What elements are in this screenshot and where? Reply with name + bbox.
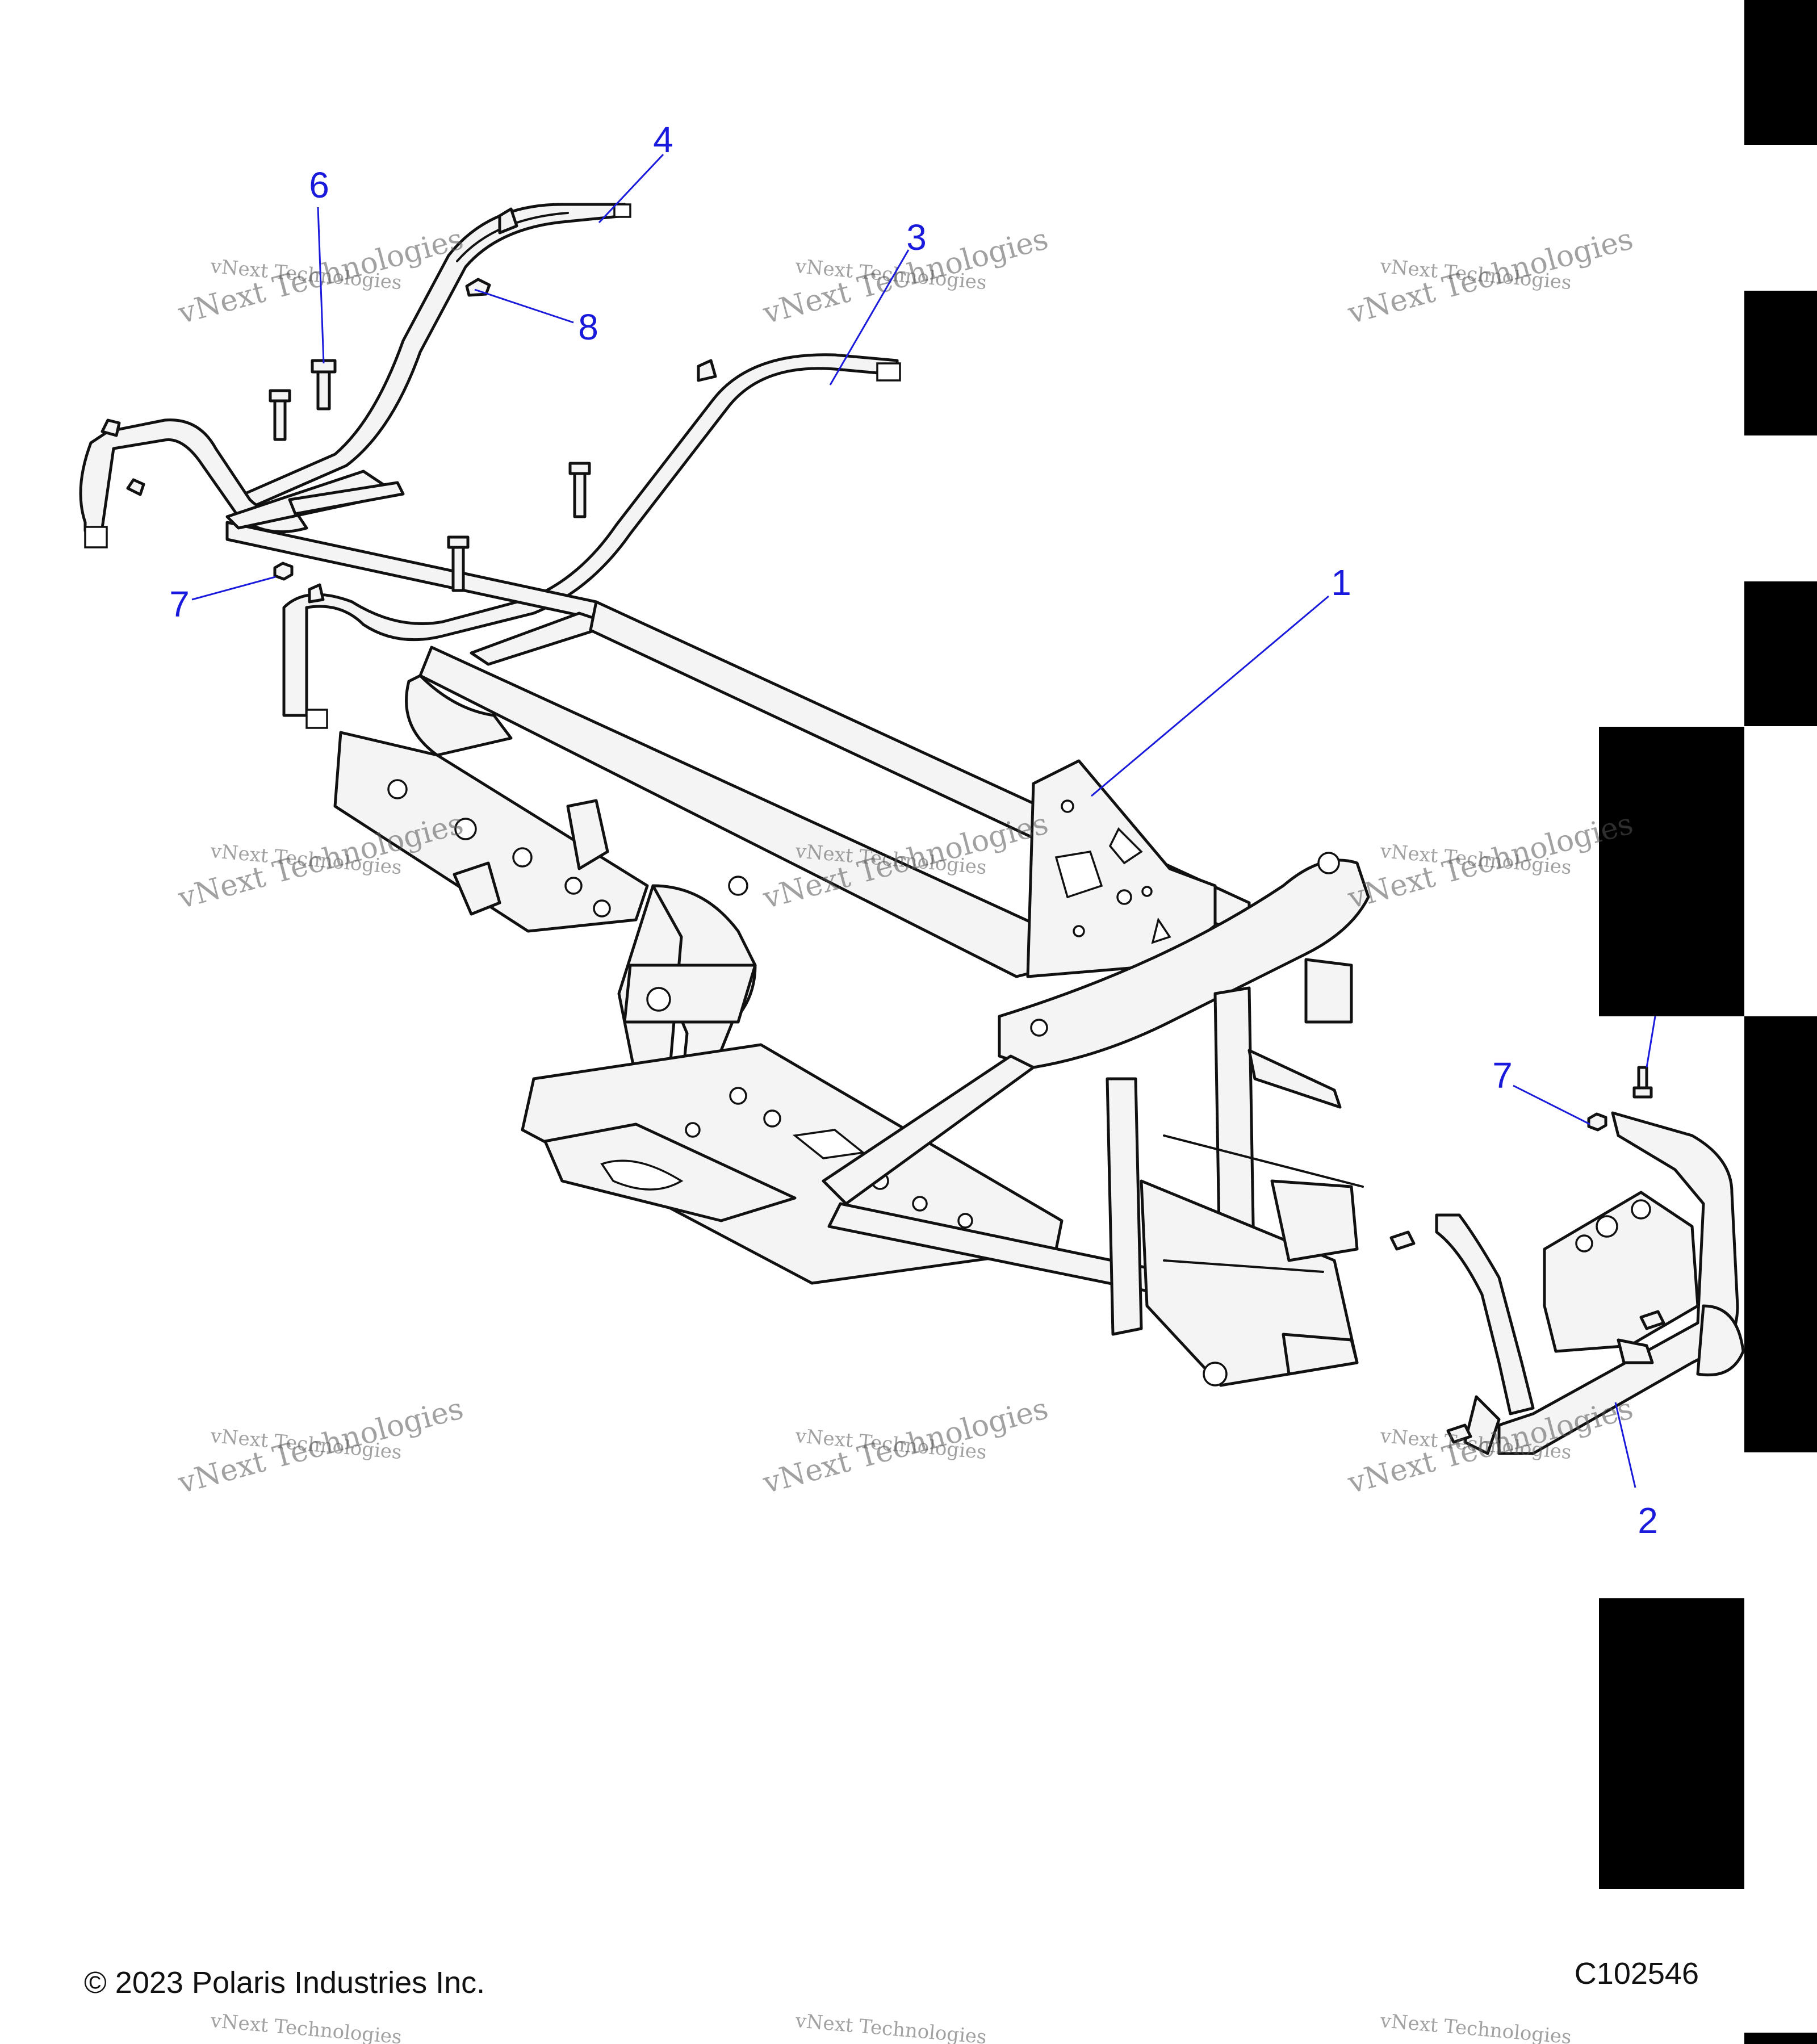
callout-1: 1: [1331, 562, 1351, 603]
callout-6: 6: [309, 165, 329, 206]
copyright-text: © 2023 Polaris Industries Inc.: [84, 1966, 485, 2000]
callout-7-left: 7: [169, 584, 190, 625]
watermark: vNext Technologies: [1379, 2009, 1572, 2044]
bolt-icon: [568, 462, 591, 518]
index-tab: [1744, 581, 1817, 726]
callout-3: 3: [906, 217, 927, 258]
callout-8: 8: [578, 307, 598, 347]
leader-line: [191, 576, 276, 601]
index-tab: [1744, 0, 1817, 145]
callout-7-right: 7: [1492, 1055, 1513, 1096]
callout-4: 4: [653, 119, 673, 160]
leader-line: [1513, 1084, 1590, 1125]
bolt-icon: [269, 389, 291, 441]
upper-tube-part-3: [282, 353, 901, 729]
callout-2: 2: [1638, 1500, 1658, 1541]
leader-line: [474, 288, 574, 324]
index-tab: [1599, 727, 1744, 1016]
bolt-icon: [1639, 1310, 1665, 1330]
index-tab: [1744, 291, 1817, 435]
leader-line: [1091, 595, 1329, 797]
svg-text:vNext Technologies: vNext Technologies: [209, 2009, 403, 2044]
svg-text:vNext Technologies: vNext Technologies: [1379, 2009, 1572, 2044]
nut-icon: [273, 562, 294, 581]
leader-line: [1646, 1016, 1656, 1068]
leader-line: [317, 207, 325, 364]
main-frame-part-1: [333, 600, 1370, 1387]
leader-line: [1614, 1402, 1636, 1488]
index-tab: [1744, 2033, 1817, 2044]
callouts: 4 6 3 8 1 7 7 2: [169, 119, 1658, 1541]
index-tabs: [1599, 0, 1817, 2044]
figure-id: C102546: [1575, 1957, 1699, 1991]
watermark: vNext Technologies: [794, 2009, 987, 2044]
bolt-icon: [1389, 1230, 1416, 1251]
index-tab: [1599, 1598, 1744, 1889]
svg-text:vNext Technologies: vNext Technologies: [794, 2009, 987, 2044]
index-tab: [1744, 1016, 1817, 1452]
bolt-icon: [311, 359, 337, 411]
bolt-icon: [447, 535, 470, 592]
bolt-icon: [1446, 1423, 1472, 1444]
bolt-icon: [1632, 1066, 1653, 1099]
leader-line: [598, 153, 664, 224]
clip-icon: [465, 278, 491, 297]
fasteners: [269, 278, 1665, 1444]
watermark: vNext Technologies: [209, 2009, 403, 2044]
leader-line: [829, 249, 910, 386]
nut-icon: [1587, 1112, 1607, 1132]
